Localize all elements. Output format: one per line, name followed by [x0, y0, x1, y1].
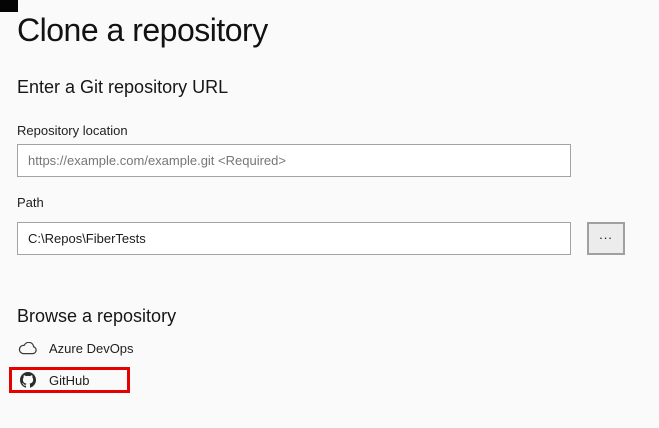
provider-label-azure-devops: Azure DevOps: [49, 340, 134, 356]
azure-devops-cloud-icon: [17, 341, 39, 355]
url-section-heading: Enter a Git repository URL: [17, 77, 229, 97]
provider-github[interactable]: GitHub: [17, 369, 89, 391]
path-input[interactable]: [17, 222, 571, 255]
repository-location-input[interactable]: [17, 144, 571, 177]
provider-label-github: GitHub: [49, 372, 90, 388]
github-icon: [17, 372, 39, 388]
corner-artifact: [0, 0, 18, 12]
repository-location-label: Repository location: [17, 123, 128, 138]
provider-azure-devops[interactable]: Azure DevOps: [17, 337, 134, 359]
browse-section-heading: Browse a repository: [17, 306, 177, 326]
page-title: Clone a repository: [17, 12, 268, 48]
path-label: Path: [17, 195, 44, 210]
browse-path-button[interactable]: ...: [587, 222, 625, 255]
